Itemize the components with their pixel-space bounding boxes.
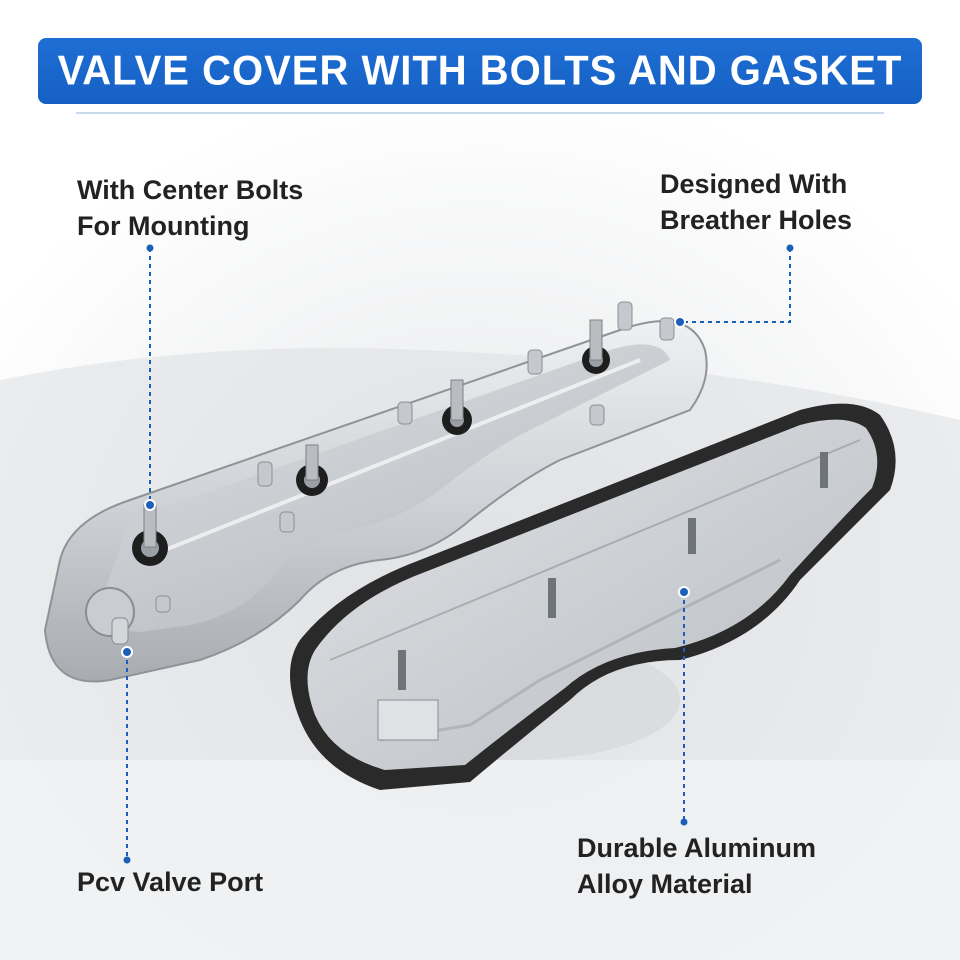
callout-breather-holes: Designed With Breather Holes [660,166,852,238]
callout-pcv-line1: Pcv Valve Port [77,867,264,897]
callout-breather-line2: Breather Holes [660,205,853,235]
banner-divider [76,112,884,114]
callout-pcv-valve-port: Pcv Valve Port [77,864,263,900]
callout-center-bolts-line2: For Mounting [77,211,250,241]
title-banner: VALVE COVER WITH BOLTS AND GASKET [38,38,922,104]
callout-aluminum-material: Durable Aluminum Alloy Material [577,830,816,902]
callout-aluminum-line1: Durable Aluminum [577,833,817,863]
callout-center-bolts-line1: With Center Bolts [77,175,304,205]
callout-center-bolts: With Center Bolts For Mounting [77,172,303,244]
banner-title: VALVE COVER WITH BOLTS AND GASKET [57,47,903,94]
callout-aluminum-line2: Alloy Material [577,869,753,899]
callout-breather-line1: Designed With [660,169,848,199]
